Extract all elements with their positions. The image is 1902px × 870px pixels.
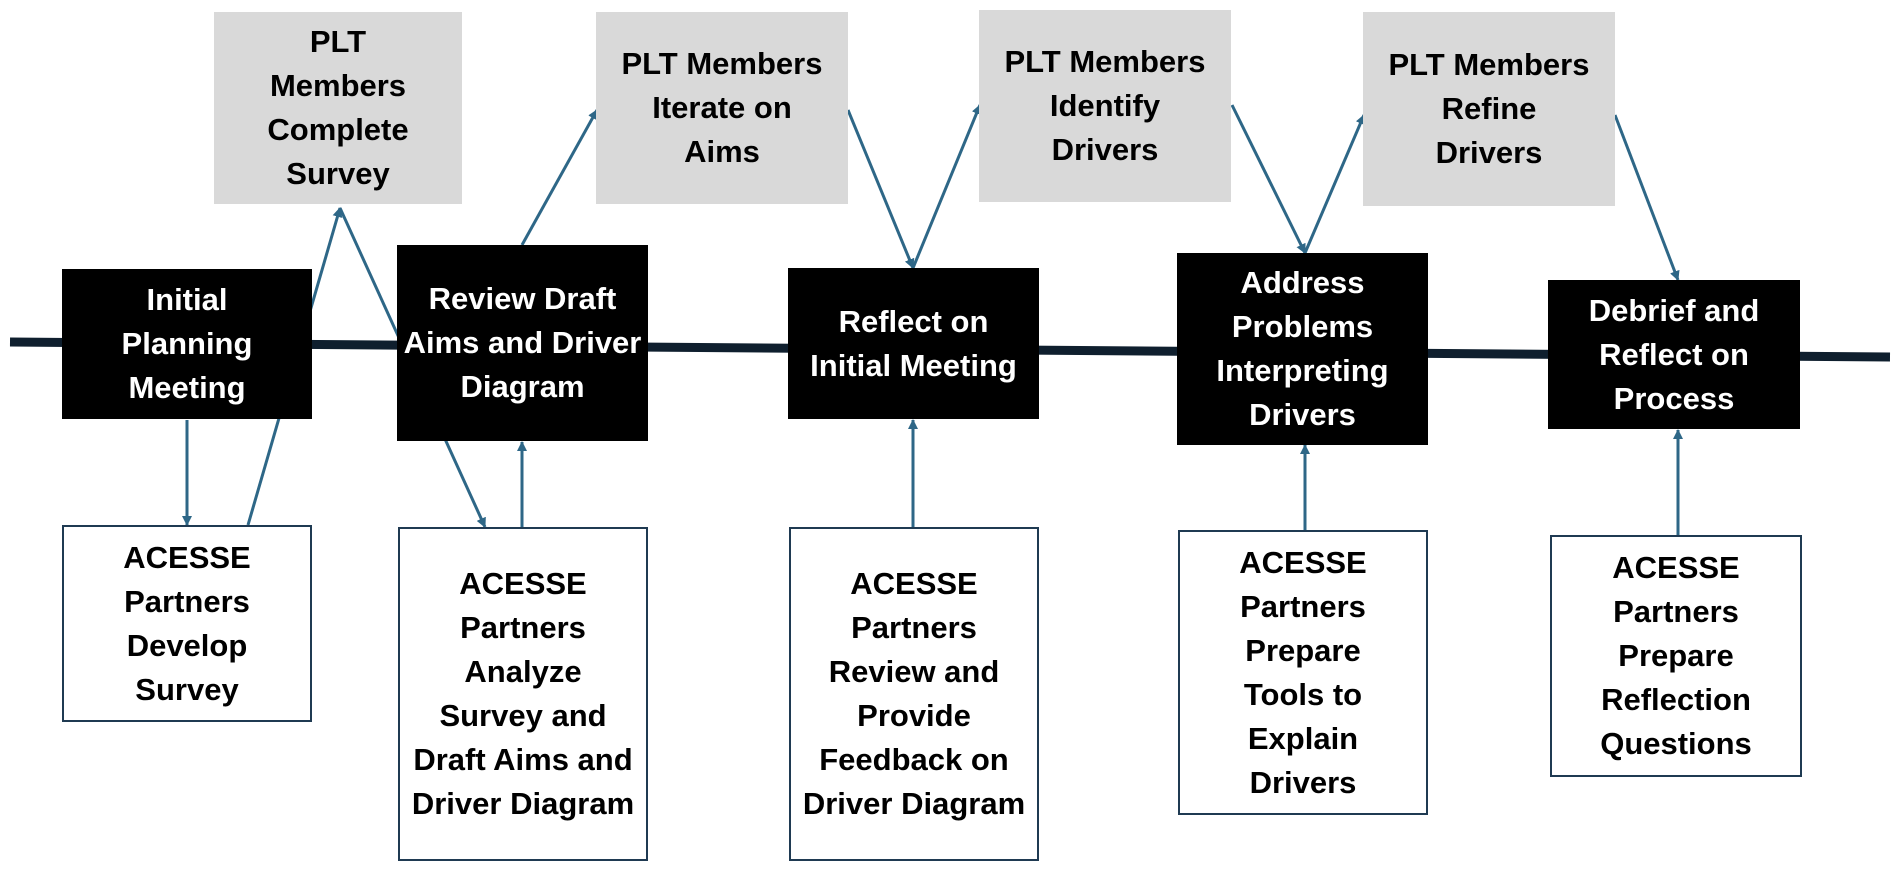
plt-box-identify-drivers: PLT Members Identify Drivers xyxy=(979,10,1231,202)
acesse-box-reflection-questions: ACESSE Partners Prepare Reflection Quest… xyxy=(1550,535,1802,777)
meeting-reflect-initial: Reflect on Initial Meeting xyxy=(788,268,1039,419)
arrow-plt2-to-meeting3 xyxy=(846,109,915,269)
acesse-box-prepare-tools: ACESSE Partners Prepare Tools to Explain… xyxy=(1178,530,1428,815)
acesse-box-develop-survey: ACESSE Partners Develop Survey xyxy=(62,525,312,722)
plt-box-complete-survey: PLT Members Complete Survey xyxy=(214,12,462,204)
plt-box-iterate-aims: PLT Members Iterate on Aims xyxy=(596,12,848,204)
acesse-box-analyze-survey: ACESSE Partners Analyze Survey and Draft… xyxy=(398,527,648,861)
arrow-meeting2-to-plt2 xyxy=(520,109,599,246)
meeting-review-draft-aims: Review Draft Aims and Driver Diagram xyxy=(397,245,648,441)
arrow-meeting3-to-plt3 xyxy=(911,104,982,269)
plt-box-refine-drivers: PLT Members Refine Drivers xyxy=(1363,12,1615,206)
arrow-plt4-to-meeting5 xyxy=(1613,114,1680,281)
meeting-debrief-reflect: Debrief and Reflect on Process xyxy=(1548,280,1800,429)
acesse-box-review-feedback: ACESSE Partners Review and Provide Feedb… xyxy=(789,527,1039,861)
arrow-plt3-to-meeting4 xyxy=(1230,104,1307,254)
arrow-meeting4-to-plt4 xyxy=(1303,114,1366,254)
meeting-initial-planning: Initial Planning Meeting xyxy=(62,269,312,419)
meeting-address-problems: Address Problems Interpreting Drivers xyxy=(1177,253,1428,445)
